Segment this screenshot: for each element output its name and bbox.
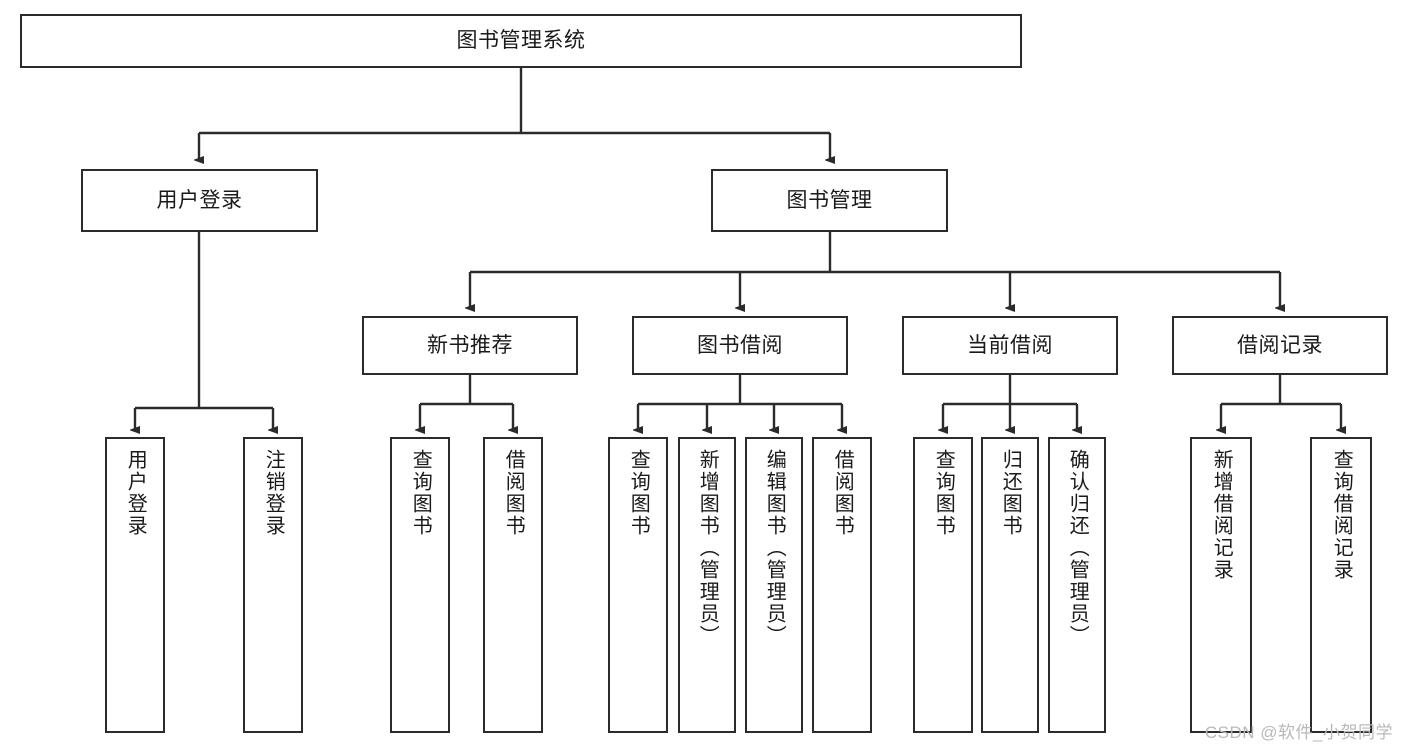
node-leaf-query-book-3[interactable]: 查询图书 xyxy=(913,437,973,733)
node-leaf-logout[interactable]: 注销登录 xyxy=(243,437,303,733)
node-leaf-user-login[interactable]: 用户登录 xyxy=(105,437,165,733)
node-leaf-add-record[interactable]: 新增借阅记录 xyxy=(1190,437,1252,733)
node-root-label: 图书管理系统 xyxy=(456,29,586,53)
node-leaf-add-record-label: 新增借阅记录 xyxy=(1210,449,1233,581)
node-leaf-query-record-label: 查询借阅记录 xyxy=(1330,449,1353,581)
node-leaf-query-book-1[interactable]: 查询图书 xyxy=(390,437,450,733)
node-user-login[interactable]: 用户登录 xyxy=(81,169,318,232)
node-new-book-recommend[interactable]: 新书推荐 xyxy=(362,316,578,375)
node-new-book-recommend-label: 新书推荐 xyxy=(427,333,513,357)
node-leaf-return-book[interactable]: 归还图书 xyxy=(981,437,1039,733)
node-leaf-confirm-return-label: 确认归还（管理员） xyxy=(1066,449,1089,647)
node-book-borrow[interactable]: 图书借阅 xyxy=(632,316,848,375)
csdn-watermark: CSDN @软件_小贺同学 xyxy=(1204,723,1393,742)
node-leaf-query-book-2-label: 查询图书 xyxy=(627,449,650,537)
node-borrow-record[interactable]: 借阅记录 xyxy=(1172,316,1388,375)
node-leaf-borrow-book-1-label: 借阅图书 xyxy=(502,449,525,537)
node-root[interactable]: 图书管理系统 xyxy=(20,14,1022,68)
node-leaf-borrow-book-2[interactable]: 借阅图书 xyxy=(812,437,872,733)
node-leaf-confirm-return[interactable]: 确认归还（管理员） xyxy=(1048,437,1106,733)
node-leaf-logout-label: 注销登录 xyxy=(262,449,285,537)
node-leaf-query-book-1-label: 查询图书 xyxy=(409,449,432,537)
node-leaf-add-book[interactable]: 新增图书（管理员） xyxy=(678,437,736,733)
node-leaf-return-book-label: 归还图书 xyxy=(999,449,1022,537)
node-leaf-user-login-label: 用户登录 xyxy=(124,449,147,537)
node-current-borrow-label: 当前借阅 xyxy=(967,333,1053,357)
node-leaf-edit-book[interactable]: 编辑图书（管理员） xyxy=(745,437,803,733)
node-leaf-query-book-2[interactable]: 查询图书 xyxy=(608,437,668,733)
node-leaf-query-record[interactable]: 查询借阅记录 xyxy=(1310,437,1372,733)
node-current-borrow[interactable]: 当前借阅 xyxy=(902,316,1118,375)
node-leaf-borrow-book-2-label: 借阅图书 xyxy=(831,449,854,537)
node-book-manage[interactable]: 图书管理 xyxy=(711,169,948,232)
node-leaf-add-book-label: 新增图书（管理员） xyxy=(696,449,719,647)
node-leaf-edit-book-label: 编辑图书（管理员） xyxy=(763,449,786,647)
node-user-login-label: 用户登录 xyxy=(156,188,243,212)
node-book-manage-label: 图书管理 xyxy=(786,188,873,212)
node-leaf-borrow-book-1[interactable]: 借阅图书 xyxy=(483,437,543,733)
node-book-borrow-label: 图书借阅 xyxy=(697,333,783,357)
node-borrow-record-label: 借阅记录 xyxy=(1237,333,1323,357)
node-leaf-query-book-3-label: 查询图书 xyxy=(932,449,955,537)
